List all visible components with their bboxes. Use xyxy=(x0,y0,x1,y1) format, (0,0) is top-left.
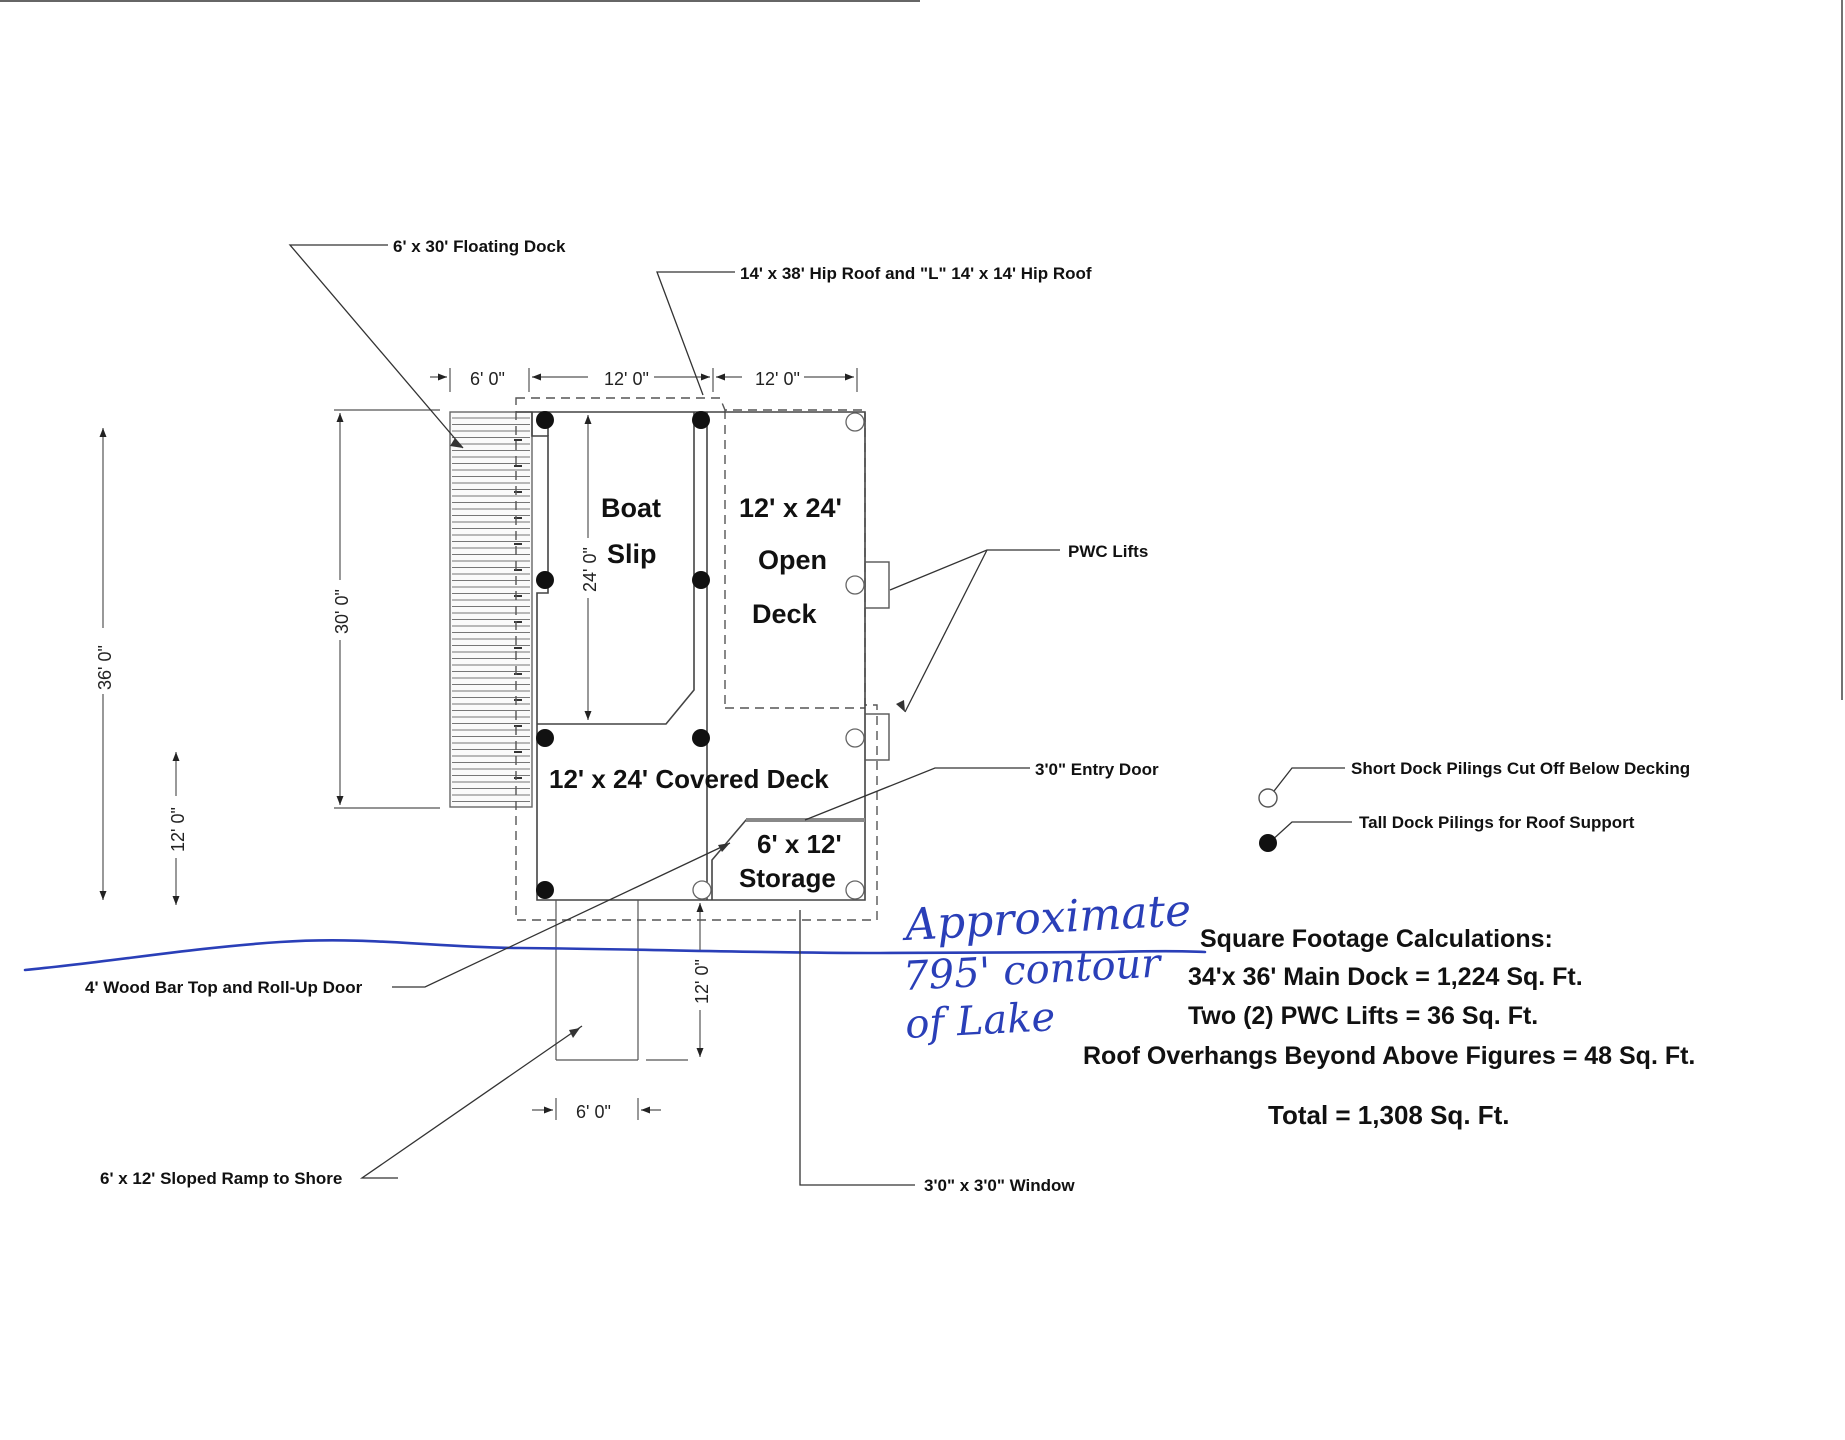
tall-piling-legend-icon xyxy=(1259,834,1277,852)
calc-total: Total = 1,308 Sq. Ft. xyxy=(1268,1100,1510,1130)
bar-top-label: 4' Wood Bar Top and Roll-Up Door xyxy=(85,978,363,997)
short-pilings xyxy=(692,412,865,900)
storage-label-2: Storage xyxy=(739,863,836,893)
calc-overhangs: Roof Overhangs Beyond Above Figures = 48… xyxy=(1083,1042,1695,1070)
handwritten-note-3: of Lake xyxy=(904,994,1056,1048)
handwritten-note-2: 795' contour xyxy=(902,940,1164,1000)
boat-slip-label-1: Boat xyxy=(601,493,661,523)
calc-pwc: Two (2) PWC Lifts = 36 Sq. Ft. xyxy=(1188,1002,1538,1030)
short-pilings-legend-text: Short Dock Pilings Cut Off Below Decking xyxy=(1351,759,1690,778)
dim-slip-24: 24' 0" xyxy=(580,547,600,592)
dim-top-6: 6' 0" xyxy=(470,369,505,389)
hip-roof-label: 14' x 38' Hip Roof and "L" 14' x 14' Hip… xyxy=(740,264,1092,283)
sloped-ramp xyxy=(555,900,688,1061)
dim-top-12b: 12' 0" xyxy=(755,369,800,389)
calc-main-dock: 34'x 36' Main Dock = 1,224 Sq. Ft. xyxy=(1188,963,1583,991)
floating-dock xyxy=(449,411,533,808)
window-label: 3'0" x 3'0" Window xyxy=(924,1176,1075,1195)
dock-structure xyxy=(516,411,890,901)
open-deck-label-2: Open xyxy=(758,545,827,575)
floating-dock-label: 6' x 30' Floating Dock xyxy=(393,237,566,256)
dimension-lines xyxy=(99,368,858,1120)
leader-lines xyxy=(288,244,1352,1186)
dim-left-12: 12' 0" xyxy=(168,807,188,852)
calc-heading: Square Footage Calculations: xyxy=(1200,925,1553,953)
dim-ramp-6: 6' 0" xyxy=(576,1102,611,1122)
tall-pilings-legend-text: Tall Dock Pilings for Roof Support xyxy=(1359,813,1635,832)
dim-ramp-12: 12' 0" xyxy=(692,959,712,1004)
tall-pilings xyxy=(536,411,710,899)
ramp-label: 6' x 12' Sloped Ramp to Shore xyxy=(100,1169,342,1188)
pwc-lifts-label: PWC Lifts xyxy=(1068,542,1148,561)
open-deck-label-3: Deck xyxy=(752,599,818,629)
entry-door-label: 3'0" Entry Door xyxy=(1035,760,1159,779)
open-deck-label-1: 12' x 24' xyxy=(739,493,842,523)
covered-deck-label: 12' x 24' Covered Deck xyxy=(549,764,829,794)
dim-left-30: 30' 0" xyxy=(332,589,352,634)
dim-left-36: 36' 0" xyxy=(95,645,115,690)
short-piling-legend-icon xyxy=(1258,788,1278,808)
lake-contour-line xyxy=(23,939,1207,972)
storage-label-1: 6' x 12' xyxy=(757,829,842,859)
boat-slip-label-2: Slip xyxy=(607,539,657,569)
dim-top-12a: 12' 0" xyxy=(604,369,649,389)
